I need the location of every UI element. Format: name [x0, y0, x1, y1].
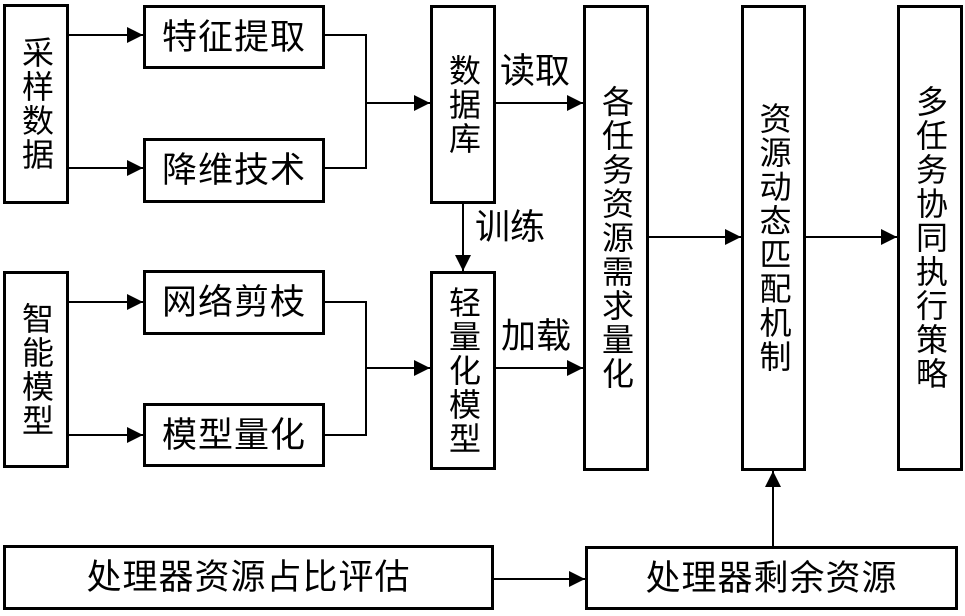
node-multitask-strategy-label: 多任务协同执行策略 [912, 85, 948, 391]
node-network-pruning: 网络剪枝 [143, 270, 325, 335]
node-model-quantization-label: 模型量化 [161, 415, 306, 455]
node-processor-usage-eval-label: 处理器资源占比评估 [86, 558, 411, 597]
node-processor-usage-eval: 处理器资源占比评估 [3, 545, 494, 610]
node-database: 数据库 [430, 5, 496, 204]
node-multitask-strategy: 多任务协同执行策略 [897, 5, 963, 471]
node-model-quantization: 模型量化 [143, 403, 325, 467]
node-intelligent-model-label: 智能模型 [18, 301, 54, 438]
node-network-pruning-label: 网络剪枝 [161, 283, 306, 322]
node-sampling-data: 采样数据 [3, 4, 69, 204]
node-feature-extraction: 特征提取 [143, 5, 325, 69]
node-processor-remaining-label: 处理器剩余资源 [645, 558, 898, 598]
node-dynamic-matching-label: 资源动态匹配机制 [755, 102, 792, 374]
edge-label-load: 加载 [501, 317, 572, 356]
node-task-resource-demand-label: 各任务资源需求量化 [598, 85, 634, 391]
node-database-label: 数据库 [445, 53, 481, 156]
node-intelligent-model: 智能模型 [3, 271, 69, 468]
node-lightweight-model: 轻量化模型 [430, 271, 496, 470]
edge-label-train: 训练 [475, 208, 546, 247]
node-dimension-reduction-label: 降维技术 [161, 151, 306, 190]
connector-feature-dimred-merge [323, 34, 367, 169]
connector-prune-quant-merge [323, 301, 367, 436]
node-task-resource-demand: 各任务资源需求量化 [583, 5, 649, 471]
edge-label-read: 读取 [500, 52, 571, 91]
node-processor-remaining: 处理器剩余资源 [585, 546, 958, 610]
node-dimension-reduction: 降维技术 [143, 138, 325, 203]
node-sampling-data-label: 采样数据 [18, 36, 54, 172]
node-dynamic-matching: 资源动态匹配机制 [741, 5, 806, 471]
node-lightweight-model-label: 轻量化模型 [445, 285, 481, 456]
node-feature-extraction-label: 特征提取 [161, 17, 306, 57]
